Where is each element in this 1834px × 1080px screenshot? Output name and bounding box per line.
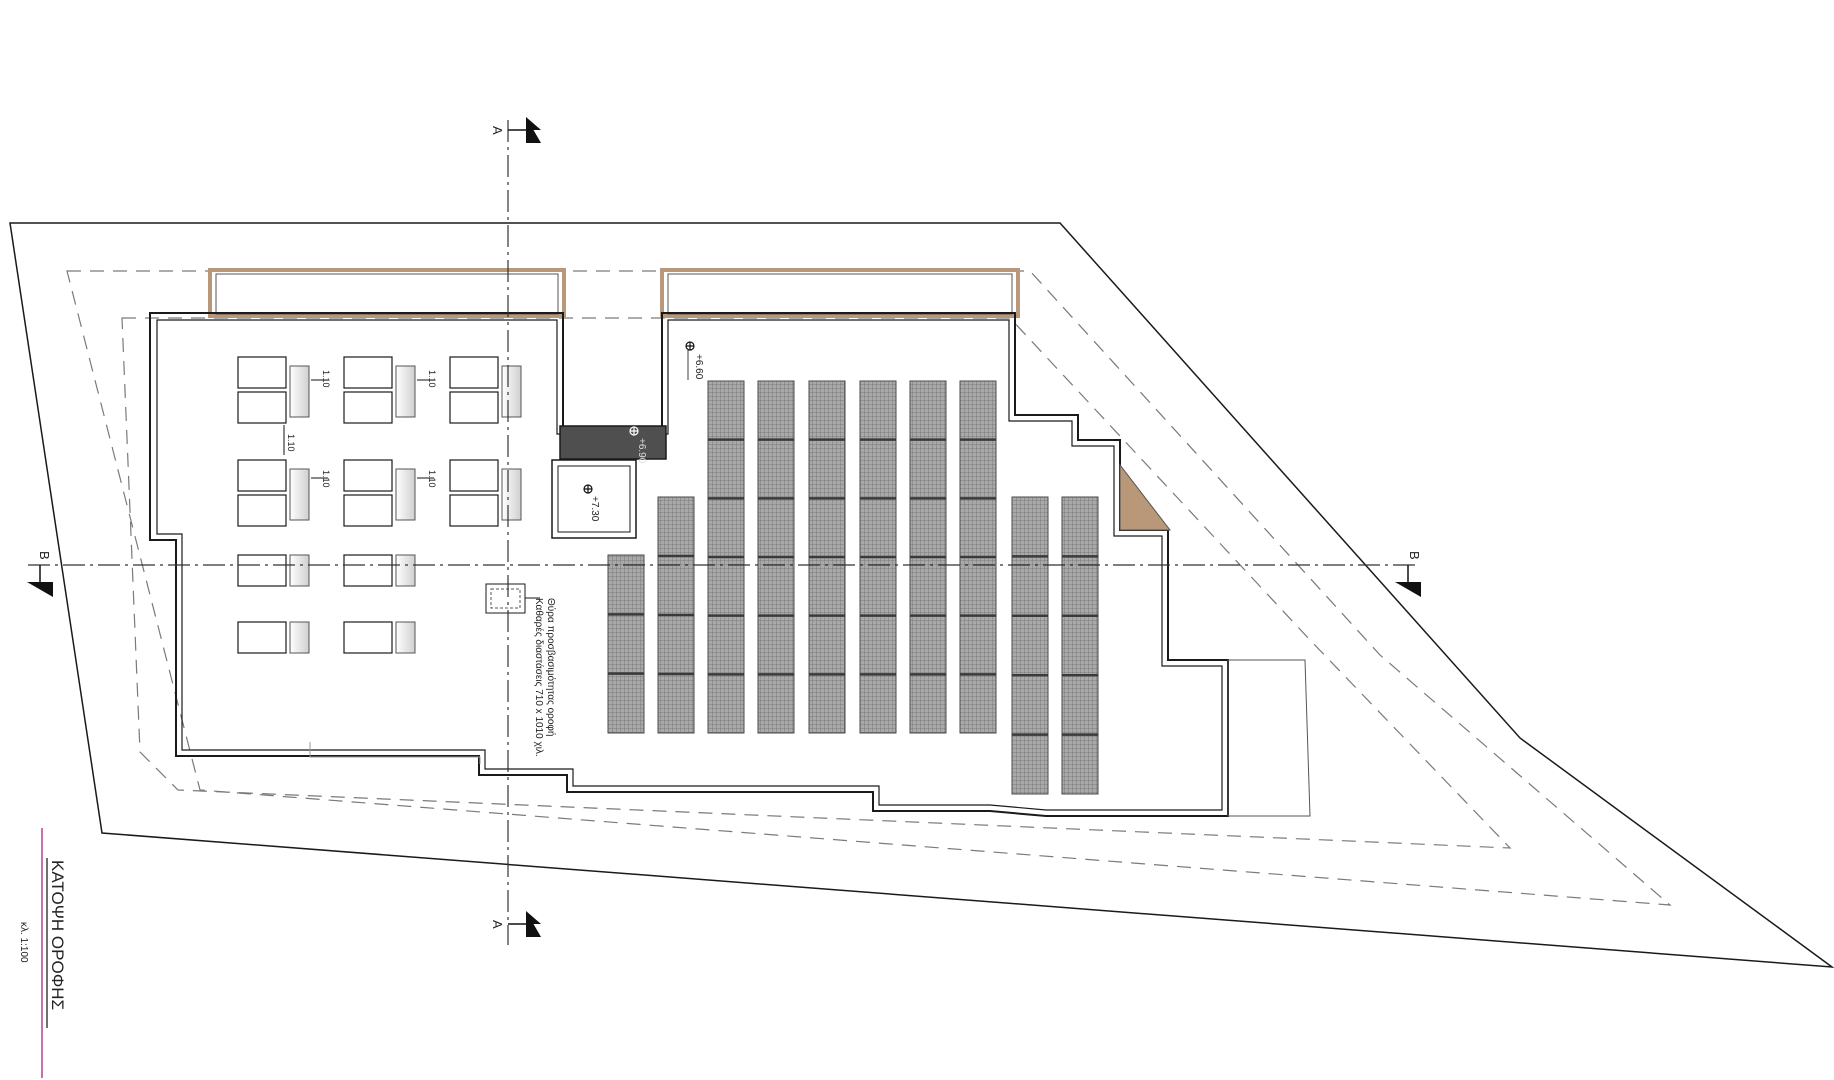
eave-bottom-line (309, 742, 481, 764)
plot-boundary (9, 222, 1834, 968)
elevation-label-upper: +6.60 (693, 354, 704, 380)
ac-fan-grille (395, 365, 416, 418)
ac-fan-grille (289, 468, 310, 521)
section-label-b-left: B (37, 551, 52, 560)
stair-roof-dark (559, 425, 667, 460)
ac-unit (237, 356, 287, 389)
stair-core-inner (557, 465, 631, 533)
section-label-b-right: B (1407, 551, 1422, 560)
ac-unit (237, 554, 287, 587)
ac-fan-grille (395, 621, 416, 654)
elevation-marker-stair-core (583, 484, 593, 494)
ac-unit (449, 494, 499, 527)
pv-panel-column (1011, 496, 1049, 795)
ac-unit (343, 621, 393, 654)
ac-fan-grille (501, 468, 522, 521)
setback-line-outer (66, 270, 1672, 906)
stair-core-outer (551, 459, 637, 539)
dimension-label-4: 1.10 (321, 470, 331, 488)
pv-panel-array (607, 380, 1099, 795)
ac-fan-grille (395, 468, 416, 521)
dimension-label-1: 1.10 (321, 370, 331, 388)
ac-unit (343, 356, 393, 389)
dimension-label-3: 1.10 (286, 434, 296, 452)
dimension-marks (283, 379, 434, 479)
building-roof-parapet (156, 319, 1223, 811)
ac-unit (237, 621, 287, 654)
ac-unit (343, 459, 393, 492)
pergola-right (660, 268, 1020, 318)
timber-wedge (1119, 463, 1172, 531)
dimension-label-5: 1.10 (427, 470, 437, 488)
ac-fan-grille (289, 554, 310, 587)
access-hatch-label-line2: Καθαρές διαστάσεις 710 x 1010 χιλ. (533, 598, 545, 757)
ac-fan-grille (501, 365, 522, 418)
section-marker-a-top (508, 117, 541, 143)
hvac-units (237, 356, 522, 654)
drawing-title: ΚΑΤΟΨΗ ΟΡΟΦΗΣ (48, 860, 67, 1010)
ac-unit (449, 459, 499, 492)
ac-unit (237, 494, 287, 527)
ac-unit (237, 391, 287, 424)
elevation-marker-upper (685, 341, 695, 380)
ac-unit (343, 554, 393, 587)
ac-fan-grille (289, 365, 310, 418)
section-marker-b-left (27, 565, 53, 597)
ac-unit (237, 459, 287, 492)
access-hatch (485, 583, 540, 614)
ac-unit (449, 356, 499, 389)
ac-unit (449, 391, 499, 424)
section-marker-a-bottom (508, 911, 541, 937)
section-marker-b-right (1395, 565, 1421, 597)
elevation-marker-stair-roof (629, 426, 639, 436)
ac-fan-grille (395, 554, 416, 587)
ac-unit (343, 391, 393, 424)
ac-unit (343, 494, 393, 527)
dimension-label-2: 1.10 (427, 370, 437, 388)
access-hatch-label-line1: Θύρα προσβασιμότητας οροφή (545, 598, 557, 736)
section-label-a-top: A (490, 126, 505, 135)
pv-panel-column (1061, 496, 1099, 795)
drawing-scale: κλ. 1:100 (18, 922, 29, 963)
elevation-label-stair-core: +7.30 (589, 496, 600, 522)
elevation-label-stair-roof: +6.90 (636, 438, 647, 464)
pv-panel-column (607, 554, 645, 734)
roof-eave-line (1227, 659, 1311, 817)
section-label-a-bottom: A (490, 920, 505, 929)
pergola-left (208, 268, 566, 318)
ac-fan-grille (289, 621, 310, 654)
